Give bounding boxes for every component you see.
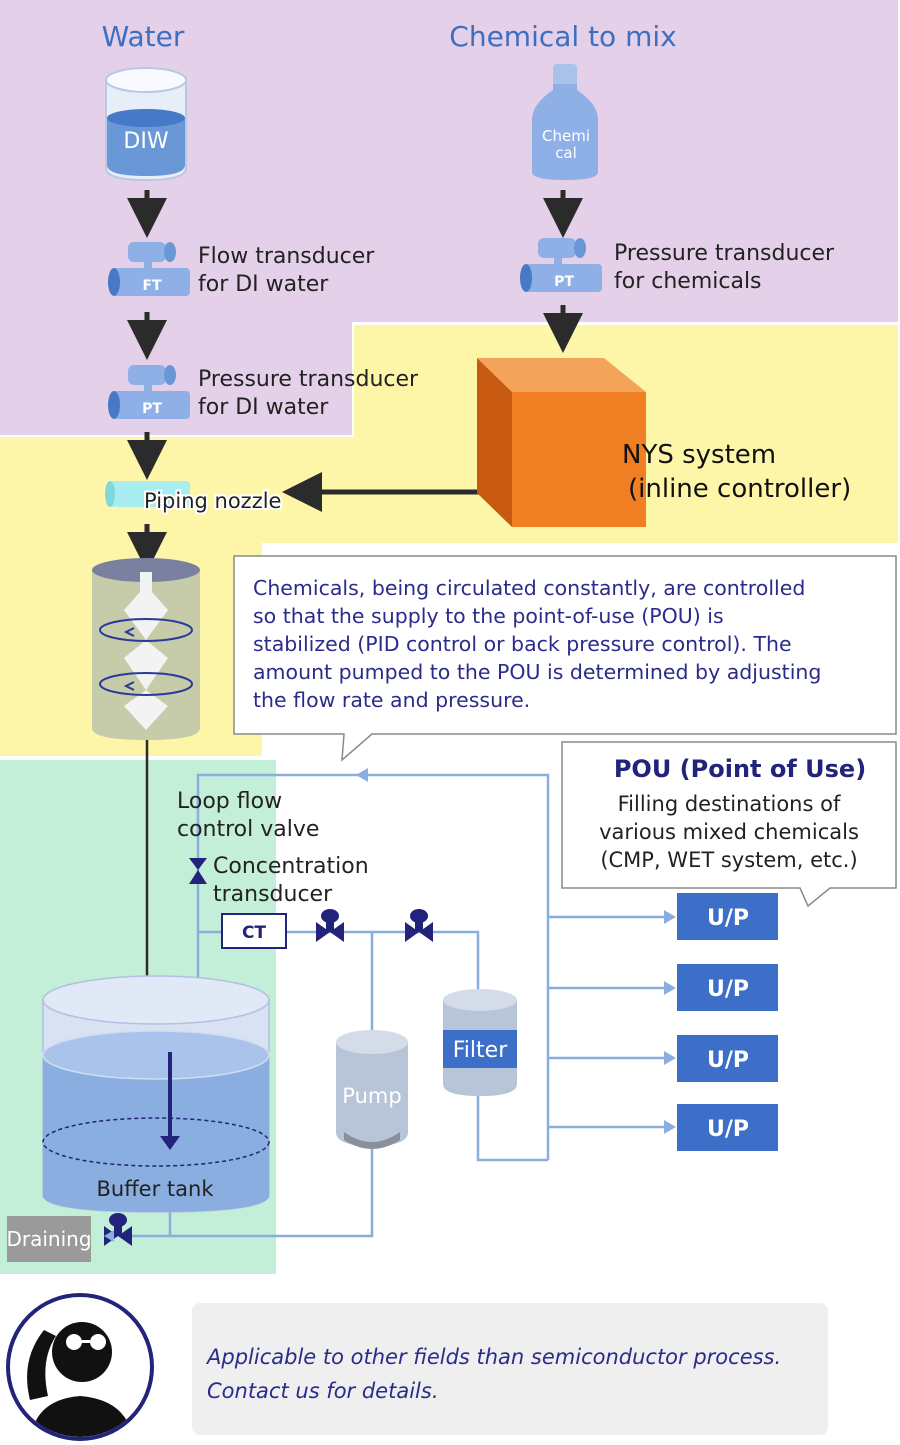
- callout-line-4: amount pumped to the POU is determined b…: [253, 660, 822, 684]
- controller-cube-icon: [477, 358, 646, 527]
- pressure-diw-label-1: Pressure transducer: [198, 367, 419, 392]
- note-text: Applicable to other fields than semicond…: [207, 1340, 781, 1408]
- pressure-chem-label-2: for chemicals: [614, 269, 762, 294]
- pump-label: Pump: [342, 1084, 401, 1108]
- static-mixer-icon: [92, 558, 200, 740]
- flow-diw-label-2: for DI water: [198, 272, 329, 297]
- pump-icon: [336, 1030, 408, 1149]
- filter-icon: [443, 989, 517, 1096]
- piping-nozzle-icon: [105, 481, 190, 507]
- pt-chem-tag: PT: [554, 274, 574, 290]
- ft-tag: FT: [142, 278, 162, 294]
- yellow-zone: [0, 325, 898, 756]
- pipe-arrow-up1: [664, 910, 676, 924]
- up-box-2: U/P: [677, 964, 778, 1011]
- diw-label: DIW: [123, 129, 168, 154]
- pipe-arrow-up2: [664, 981, 676, 995]
- chemical-bottle-label-2: cal: [555, 144, 577, 162]
- note-box: [192, 1303, 828, 1435]
- pressure-transducer-chem-icon: PT: [520, 238, 602, 292]
- note-line-2: Contact us for details.: [207, 1379, 439, 1403]
- ct-box: [221, 913, 287, 949]
- buffer-tank-label: Buffer tank: [97, 1177, 215, 1201]
- pipe-arrow-up4: [664, 1120, 676, 1134]
- pressure-transducer-diw-icon: PT: [108, 365, 190, 419]
- person-avatar-icon: [6, 1293, 154, 1441]
- loop-valve-icon: [189, 858, 207, 884]
- callout-bubble: [233, 555, 897, 762]
- purple-zone: [0, 0, 898, 435]
- drain-arrow: [104, 1230, 114, 1242]
- conc-label-2: transducer: [213, 882, 333, 907]
- chemical-title: Chemical to mix: [449, 20, 676, 53]
- filter-label: Filter: [453, 1038, 508, 1063]
- water-title: Water: [102, 20, 185, 53]
- draining-box: [7, 1216, 91, 1262]
- note-line-1: Applicable to other fields than semicond…: [207, 1345, 782, 1369]
- pressure-chem-label-1: Pressure transducer: [614, 241, 835, 266]
- callout-line-3: stabilized (PID control or back pressure…: [253, 632, 792, 656]
- conc-label-1: Concentration: [213, 854, 369, 879]
- callout-text: Chemicals, being circulated constantly, …: [253, 574, 893, 714]
- flow-transducer-icon: FT: [108, 242, 190, 296]
- pipe-arrow-up3: [664, 1051, 676, 1065]
- pipe-arrow-return: [356, 768, 368, 782]
- pressure-diw-label-2: for DI water: [198, 395, 329, 420]
- piping-nozzle-label: Piping nozzle: [144, 489, 281, 513]
- up-box-1: U/P: [677, 893, 778, 940]
- up-label-1: U/P: [707, 906, 749, 931]
- up-box-3: U/P: [677, 1035, 778, 1082]
- pou-desc-2: various mixed chemicals: [599, 820, 859, 844]
- ct-tag: CT: [242, 923, 266, 943]
- pou-bubble: [561, 741, 897, 908]
- callout-line-2: so that the supply to the point-of-use (…: [253, 604, 724, 628]
- pou-title: POU (Point of Use): [614, 755, 866, 783]
- controller-label-2: (inline controller): [628, 474, 851, 504]
- loop-valve-label-2: control valve: [177, 817, 319, 842]
- up-box-4: U/P: [677, 1104, 778, 1151]
- buffer-tank-icon: [42, 975, 270, 1213]
- draining-label: Draining: [6, 1227, 91, 1251]
- callout-line-5: the flow rate and pressure.: [253, 688, 531, 712]
- motor-valve-icon-1: [316, 909, 344, 942]
- pt-diw-tag: PT: [142, 401, 162, 417]
- up-label-4: U/P: [707, 1117, 749, 1142]
- up-label-3: U/P: [707, 1048, 749, 1073]
- chemical-bottle-icon: Chemi cal: [532, 64, 598, 180]
- flow-diw-label-1: Flow transducer: [198, 244, 375, 269]
- pou-desc-3: (CMP, WET system, etc.): [600, 848, 857, 872]
- diw-beaker-icon: DIW: [105, 67, 187, 182]
- loop-valve-label-1: Loop flow: [177, 789, 282, 814]
- motor-valve-icon-2: [405, 909, 433, 942]
- chemical-bottle-label-1: Chemi: [542, 127, 590, 145]
- callout-line-1: Chemicals, being circulated constantly, …: [253, 576, 806, 600]
- up-label-2: U/P: [707, 977, 749, 1002]
- controller-label-1: NYS system: [622, 440, 776, 470]
- pou-desc-1: Filling destinations of: [618, 792, 841, 816]
